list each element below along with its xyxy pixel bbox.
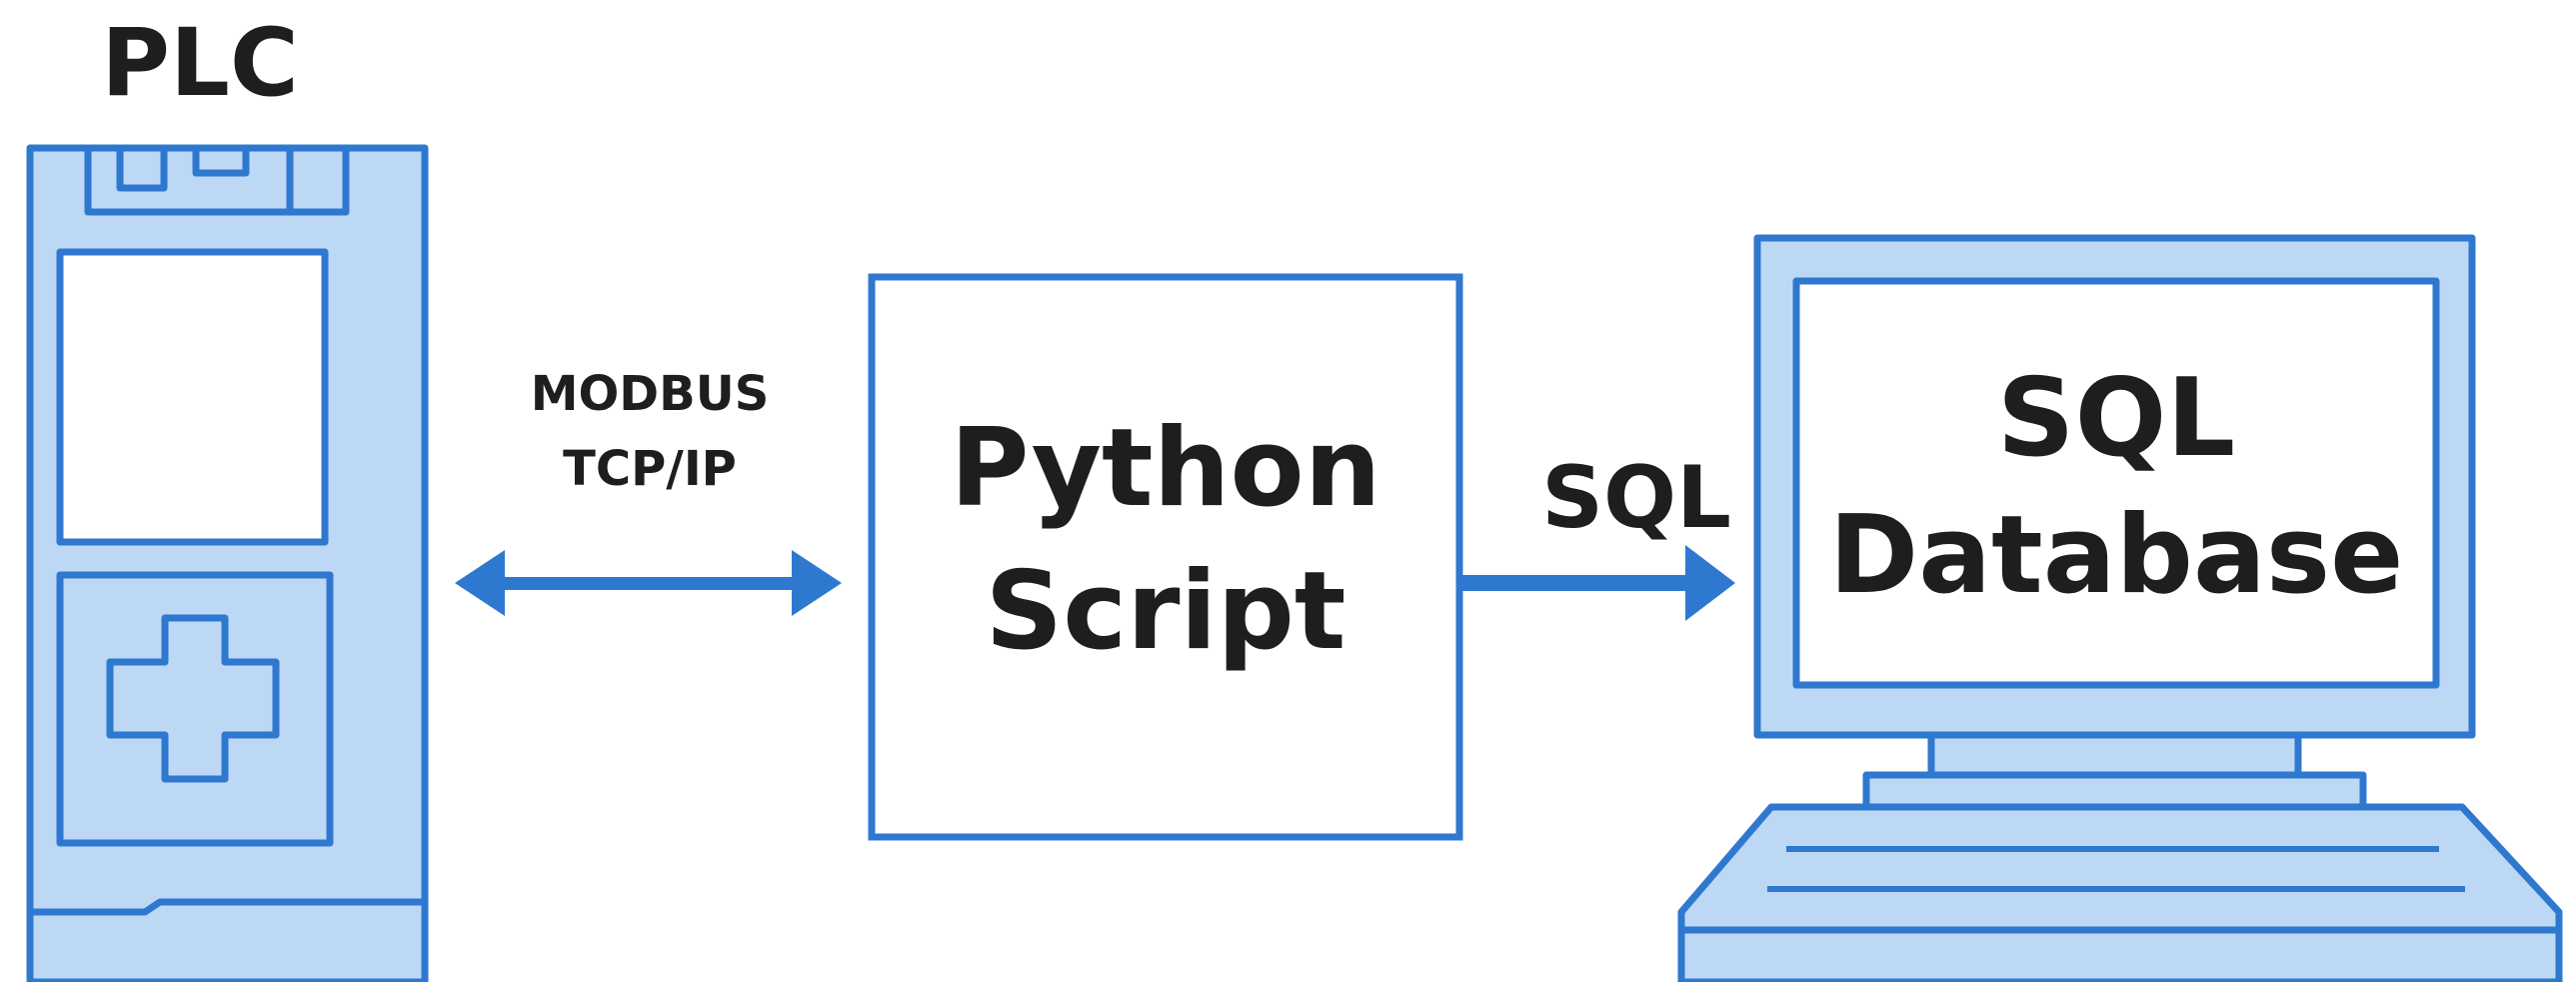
database-label-line2: Database <box>1829 493 2404 618</box>
computer-icon <box>1677 234 2563 982</box>
database-label-line1: SQL <box>1997 356 2235 481</box>
bidirectional-arrow <box>455 550 842 616</box>
python-label-line2: Script <box>985 549 1345 674</box>
right-arrow <box>1461 545 1735 621</box>
plc-screen <box>56 248 329 546</box>
link-label-modbus: MODBUS <box>531 366 770 422</box>
keyboard <box>1677 803 2563 982</box>
monitor-screen <box>1792 277 2440 689</box>
python-script-box <box>868 273 1463 841</box>
link-label-sql: SQL <box>1541 448 1731 548</box>
python-label-line1: Python <box>950 406 1380 531</box>
plc-title: PLC <box>101 9 299 118</box>
plc-device-icon <box>26 144 429 982</box>
link-label-tcpip: TCP/IP <box>563 441 737 497</box>
plc-cross-icon <box>106 614 280 783</box>
